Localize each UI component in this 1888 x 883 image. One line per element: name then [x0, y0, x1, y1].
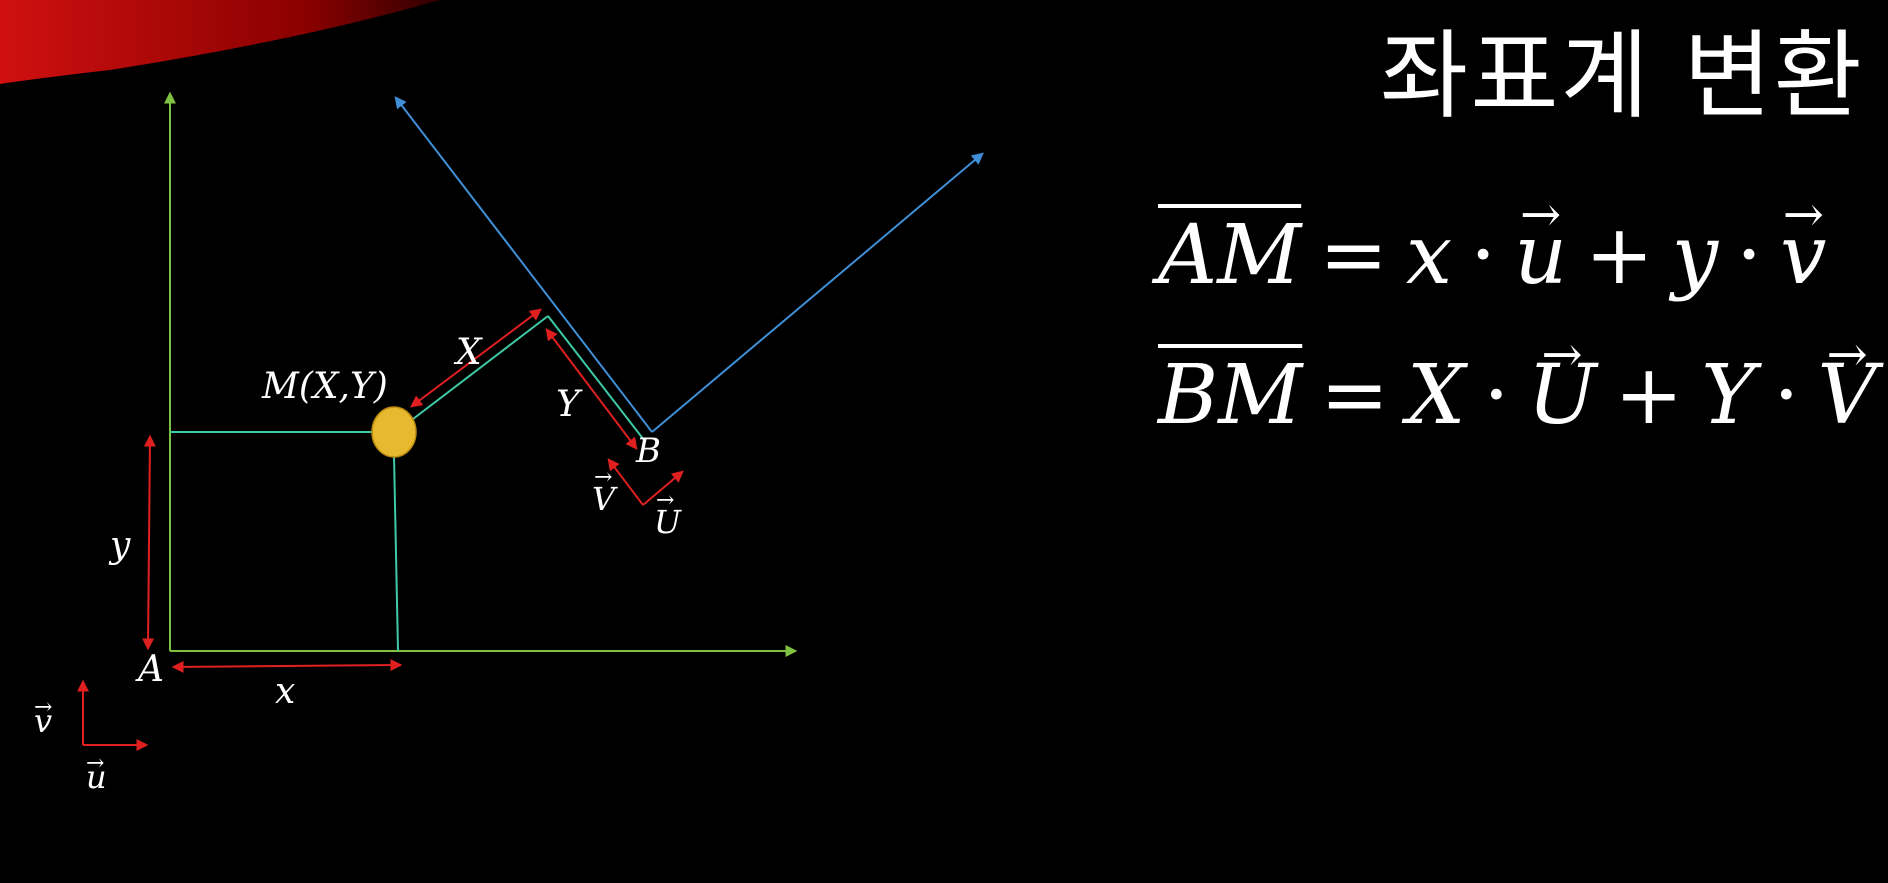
measure-big-y-arrow [545, 328, 638, 450]
slide-title: 좌표계 변환 [1379, 20, 1864, 132]
projection-m-to-x-axis [393, 455, 399, 652]
point-a-label: A [135, 649, 164, 690]
eq1-lhs: AM [1158, 208, 1302, 303]
eq1-vector-v: v [1780, 190, 1827, 297]
equation-bm: BM=X·U+Y·V [1158, 330, 1877, 437]
measure-big-x-arrow [410, 308, 542, 408]
basis-u-label-arrow: → [86, 751, 104, 776]
measure-y-arrow [142, 434, 156, 651]
axis-b-2 [394, 96, 653, 433]
label-big-y: Y [556, 384, 583, 425]
basis-V-label-arrow: → [594, 465, 612, 490]
eq2-vector-u: U [1527, 330, 1596, 437]
equation-am: AM=x·u+y·v [1158, 190, 1827, 297]
eq1-coef-a: x [1405, 208, 1453, 303]
eq2-lhs: BM [1158, 348, 1303, 443]
basis-U-label-arrow: → [656, 488, 674, 513]
basis-u-label: u [86, 758, 107, 796]
label-small-y: y [108, 525, 131, 566]
basis-v-label-arrow: → [34, 695, 52, 720]
measure-x-arrow [171, 659, 403, 673]
label-big-x: X [453, 332, 483, 373]
eq2-coef-b: Y [1701, 348, 1756, 443]
basis-v-label: v [34, 702, 52, 740]
eq1-coef-b: y [1671, 208, 1719, 303]
corner-swoosh [0, 0, 440, 84]
basis-U-arrow [642, 470, 684, 506]
point-m-label: M(X,Y) [261, 366, 388, 407]
eq1-vector-u: u [1514, 190, 1567, 297]
eq2-coef-a: X [1406, 348, 1466, 443]
basis-U-label: U [654, 503, 682, 541]
axis-b-1 [651, 152, 984, 433]
label-small-x: x [275, 671, 295, 712]
point-b-label: B [635, 431, 661, 471]
eq2-vector-v: V [1817, 330, 1876, 437]
point-m [371, 406, 417, 458]
basis-V-arrow [607, 458, 644, 506]
basis-V-label: V [592, 480, 618, 518]
